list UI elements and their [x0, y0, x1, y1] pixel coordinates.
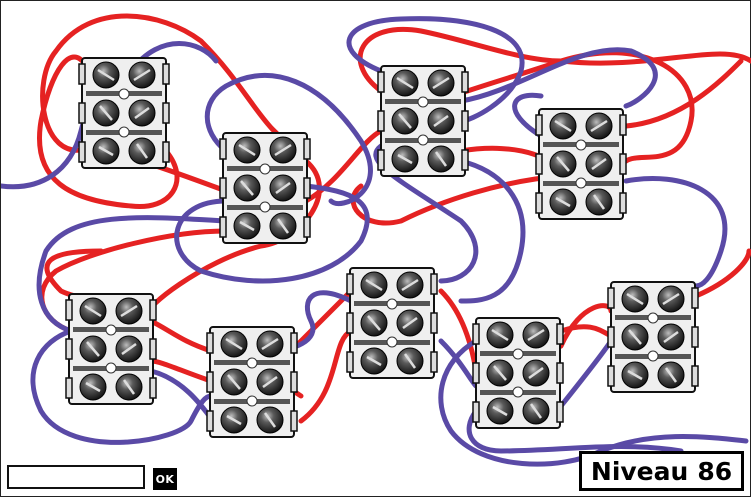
red-wire-2	[37, 54, 180, 210]
blue-wire-6	[458, 47, 658, 109]
blue-wire-4	[36, 215, 229, 334]
screw-terminal-block-icon	[77, 56, 171, 170]
screw-terminal-block-icon	[534, 107, 628, 221]
screw-terminal-block-icon	[205, 325, 299, 439]
red-wire-8	[623, 58, 744, 129]
blue-wire-8	[512, 92, 544, 139]
terminal-block-8[interactable]	[471, 316, 565, 430]
terminal-block-4[interactable]	[534, 107, 628, 221]
red-wire-13	[298, 328, 354, 424]
blue-wire-16	[466, 408, 684, 454]
red-wire-14	[693, 248, 751, 299]
blue-wire-15	[558, 338, 614, 409]
blue-wire-3	[174, 183, 370, 284]
terminal-block-7[interactable]	[345, 266, 439, 380]
blue-wire-5	[346, 16, 525, 124]
terminal-block-9[interactable]	[606, 280, 700, 394]
terminal-block-3[interactable]	[376, 64, 470, 178]
screw-terminal-block-icon	[218, 131, 312, 245]
blue-wire-14	[438, 338, 749, 467]
screw-terminal-block-icon	[606, 280, 700, 394]
blue-wire-17	[438, 338, 479, 389]
answer-input[interactable]	[7, 465, 145, 489]
red-wire-6	[357, 27, 751, 94]
blue-wire-2	[204, 72, 373, 206]
terminal-block-6[interactable]	[205, 325, 299, 439]
level-number: 86	[697, 456, 733, 486]
terminal-block-2[interactable]	[218, 131, 312, 245]
red-wire-12	[148, 358, 214, 384]
screw-terminal-block-icon	[64, 292, 158, 406]
level-badge: Niveau 86	[579, 451, 744, 491]
screw-terminal-block-icon	[471, 316, 565, 430]
terminal-block-5[interactable]	[64, 292, 158, 406]
ok-button[interactable]: OK	[153, 468, 177, 490]
level-label: Niveau	[590, 456, 689, 486]
blue-wire-7	[458, 158, 526, 304]
screw-terminal-block-icon	[376, 64, 470, 178]
terminal-block-1[interactable]	[77, 56, 171, 170]
blue-wire-9	[623, 176, 728, 289]
screw-terminal-block-icon	[345, 266, 439, 380]
